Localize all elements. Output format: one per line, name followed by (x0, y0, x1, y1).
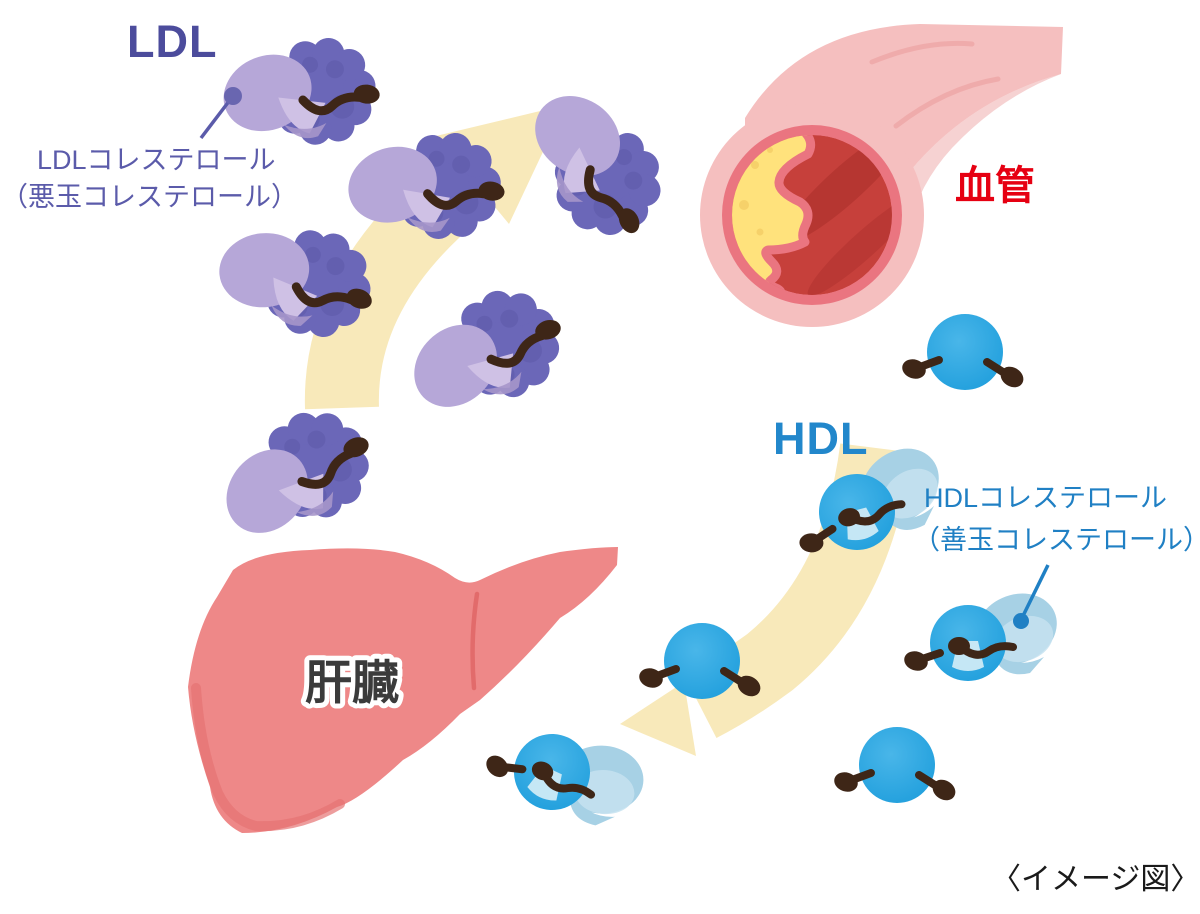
ldl-particle (197, 388, 393, 569)
hdl-pointer (1013, 564, 1050, 629)
ldl-label-line1: LDLコレステロール (37, 145, 276, 175)
liver: 肝臓 (188, 547, 618, 833)
ldl-pointer-dot (224, 87, 242, 105)
hdl-label-line2: （善玉コレステロール） (913, 525, 1200, 555)
blood-vessel (700, 24, 1063, 327)
blood-vessel-label: 血管 (955, 164, 1035, 208)
hdl-particle (900, 314, 1028, 391)
hdl-particle (832, 727, 960, 804)
liver-shadow (191, 683, 345, 832)
hdl-pointer-dot (1013, 613, 1029, 629)
hdl-title: HDL (773, 413, 869, 464)
liver-shape (188, 547, 618, 833)
hdl-particle-with-cholesterol (902, 581, 1069, 681)
ldl-particle (387, 269, 583, 443)
ldl-label-line2: （悪玉コレステロール） (1, 182, 298, 212)
ldl-pointer (199, 87, 242, 140)
liver-label: 肝臓 (305, 656, 399, 709)
image-caption: 〈イメージ図〉 (991, 863, 1200, 896)
hdl-label-line1: HDLコレステロール (924, 483, 1168, 513)
liver-crease (470, 591, 480, 691)
ldl-title: LDL (127, 16, 218, 67)
